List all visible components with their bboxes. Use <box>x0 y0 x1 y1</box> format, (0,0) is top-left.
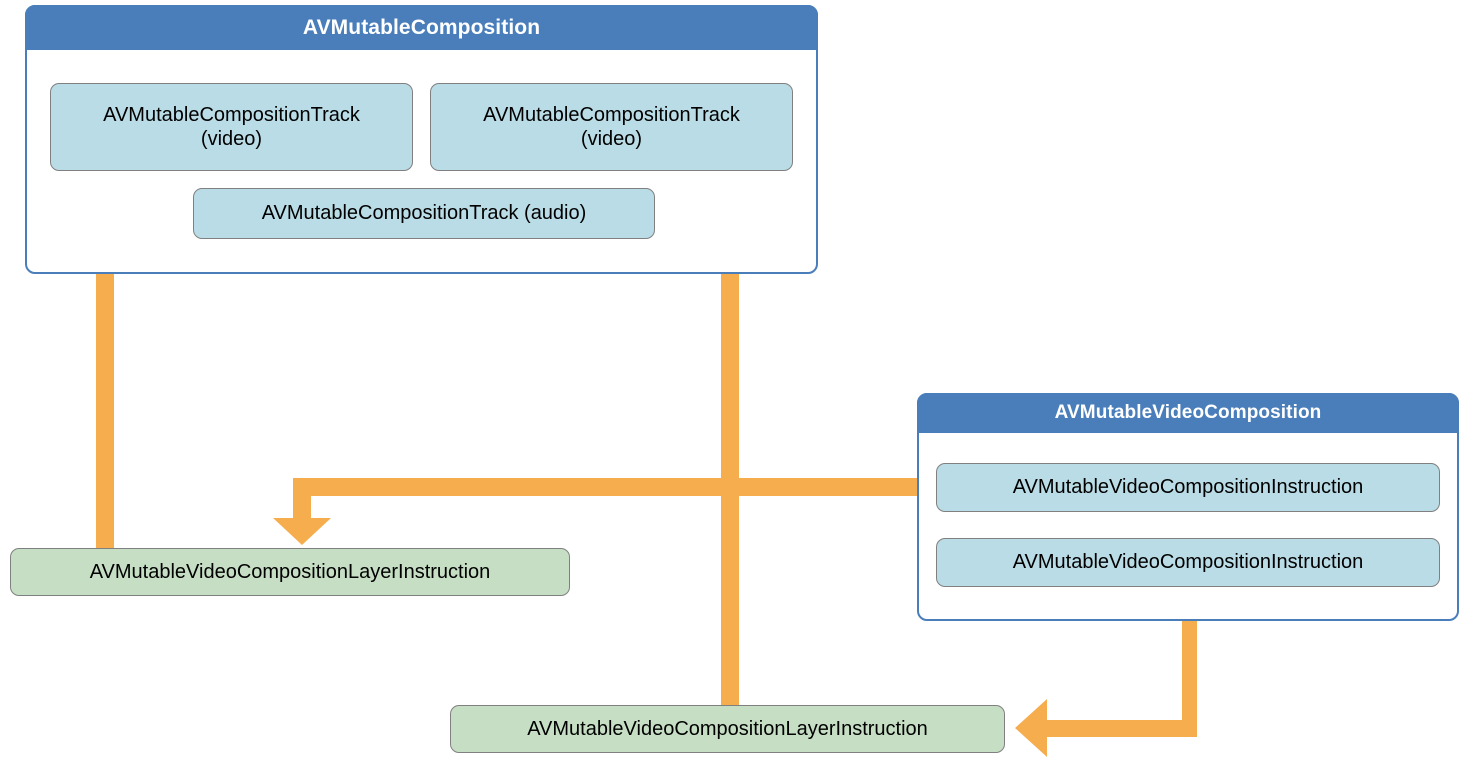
panel-title-av-mutable-composition: AVMutableComposition <box>25 5 818 50</box>
node-video-composition-layer-instruction-2[interactable]: AVMutableVideoCompositionLayerInstructio… <box>450 705 1005 753</box>
node-audio-track[interactable]: AVMutableCompositionTrack (audio) <box>193 188 655 239</box>
node-video-composition-instruction-2[interactable]: AVMutableVideoCompositionInstruction <box>936 538 1440 587</box>
node-video-composition-layer-instruction-1[interactable]: AVMutableVideoCompositionLayerInstructio… <box>10 548 570 596</box>
panel-title-av-mutable-video-composition: AVMutableVideoComposition <box>917 393 1459 433</box>
connector-instruction-1-to-layer-instruction-1 <box>273 478 936 545</box>
node-video-composition-instruction-1[interactable]: AVMutableVideoCompositionInstruction <box>936 463 1440 512</box>
node-video-track-1[interactable]: AVMutableCompositionTrack (video) <box>50 83 413 171</box>
node-video-track-2[interactable]: AVMutableCompositionTrack (video) <box>430 83 793 171</box>
